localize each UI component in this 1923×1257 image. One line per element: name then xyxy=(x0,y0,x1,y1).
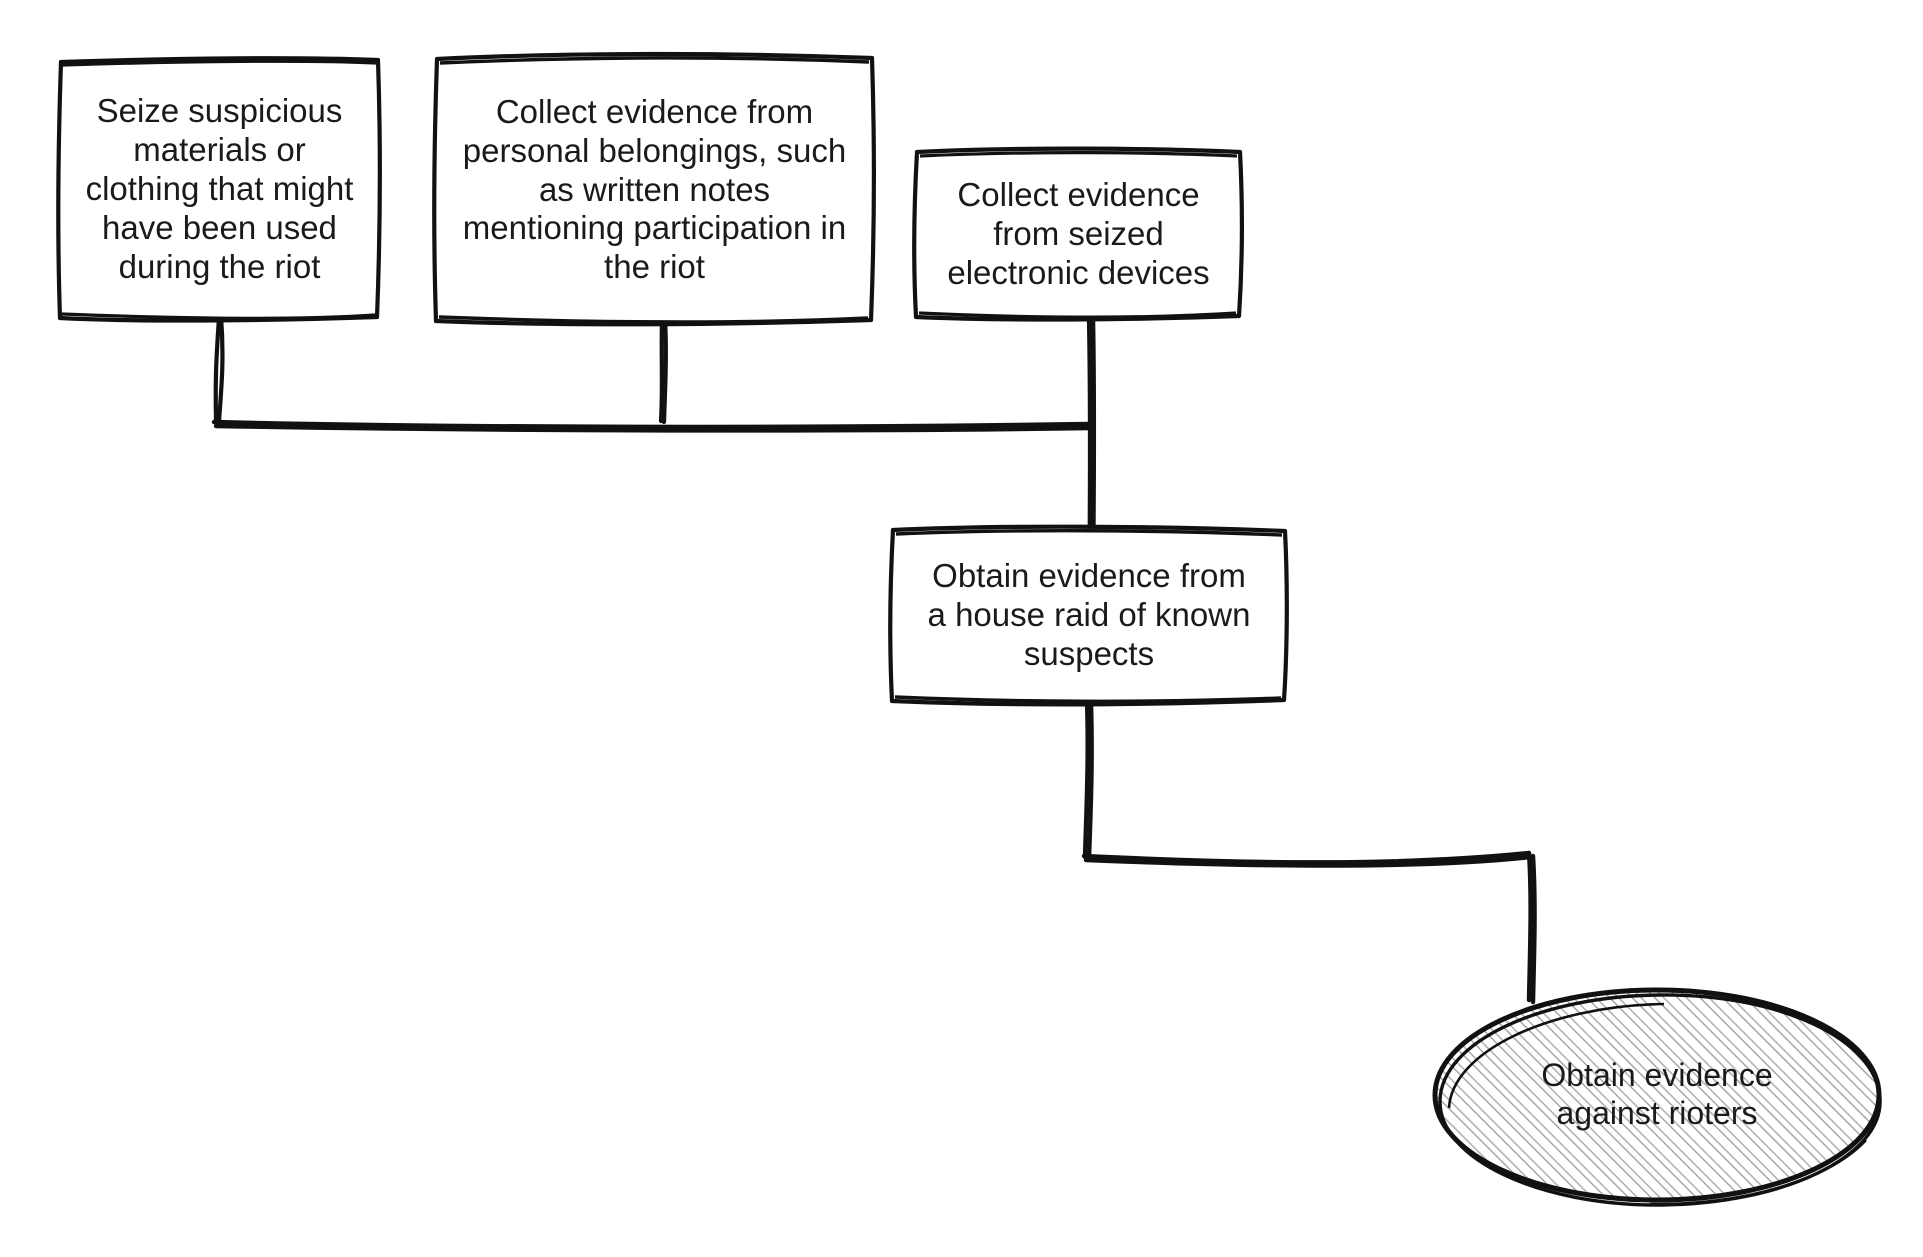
node-seize-materials[interactable] xyxy=(56,56,382,323)
node-obtain-evidence[interactable] xyxy=(1432,987,1882,1207)
node-personal-belongings[interactable] xyxy=(432,51,876,327)
edge-junction-bar xyxy=(211,419,1095,433)
edge-house-raid-to-obtain-evidence xyxy=(1081,698,1537,1005)
edge-personal-belongings-to-house-raid xyxy=(658,316,668,425)
node-house-raid[interactable] xyxy=(888,524,1289,707)
node-electronic-devices[interactable] xyxy=(912,146,1244,322)
edge-seize-materials-to-house-raid xyxy=(213,313,225,424)
